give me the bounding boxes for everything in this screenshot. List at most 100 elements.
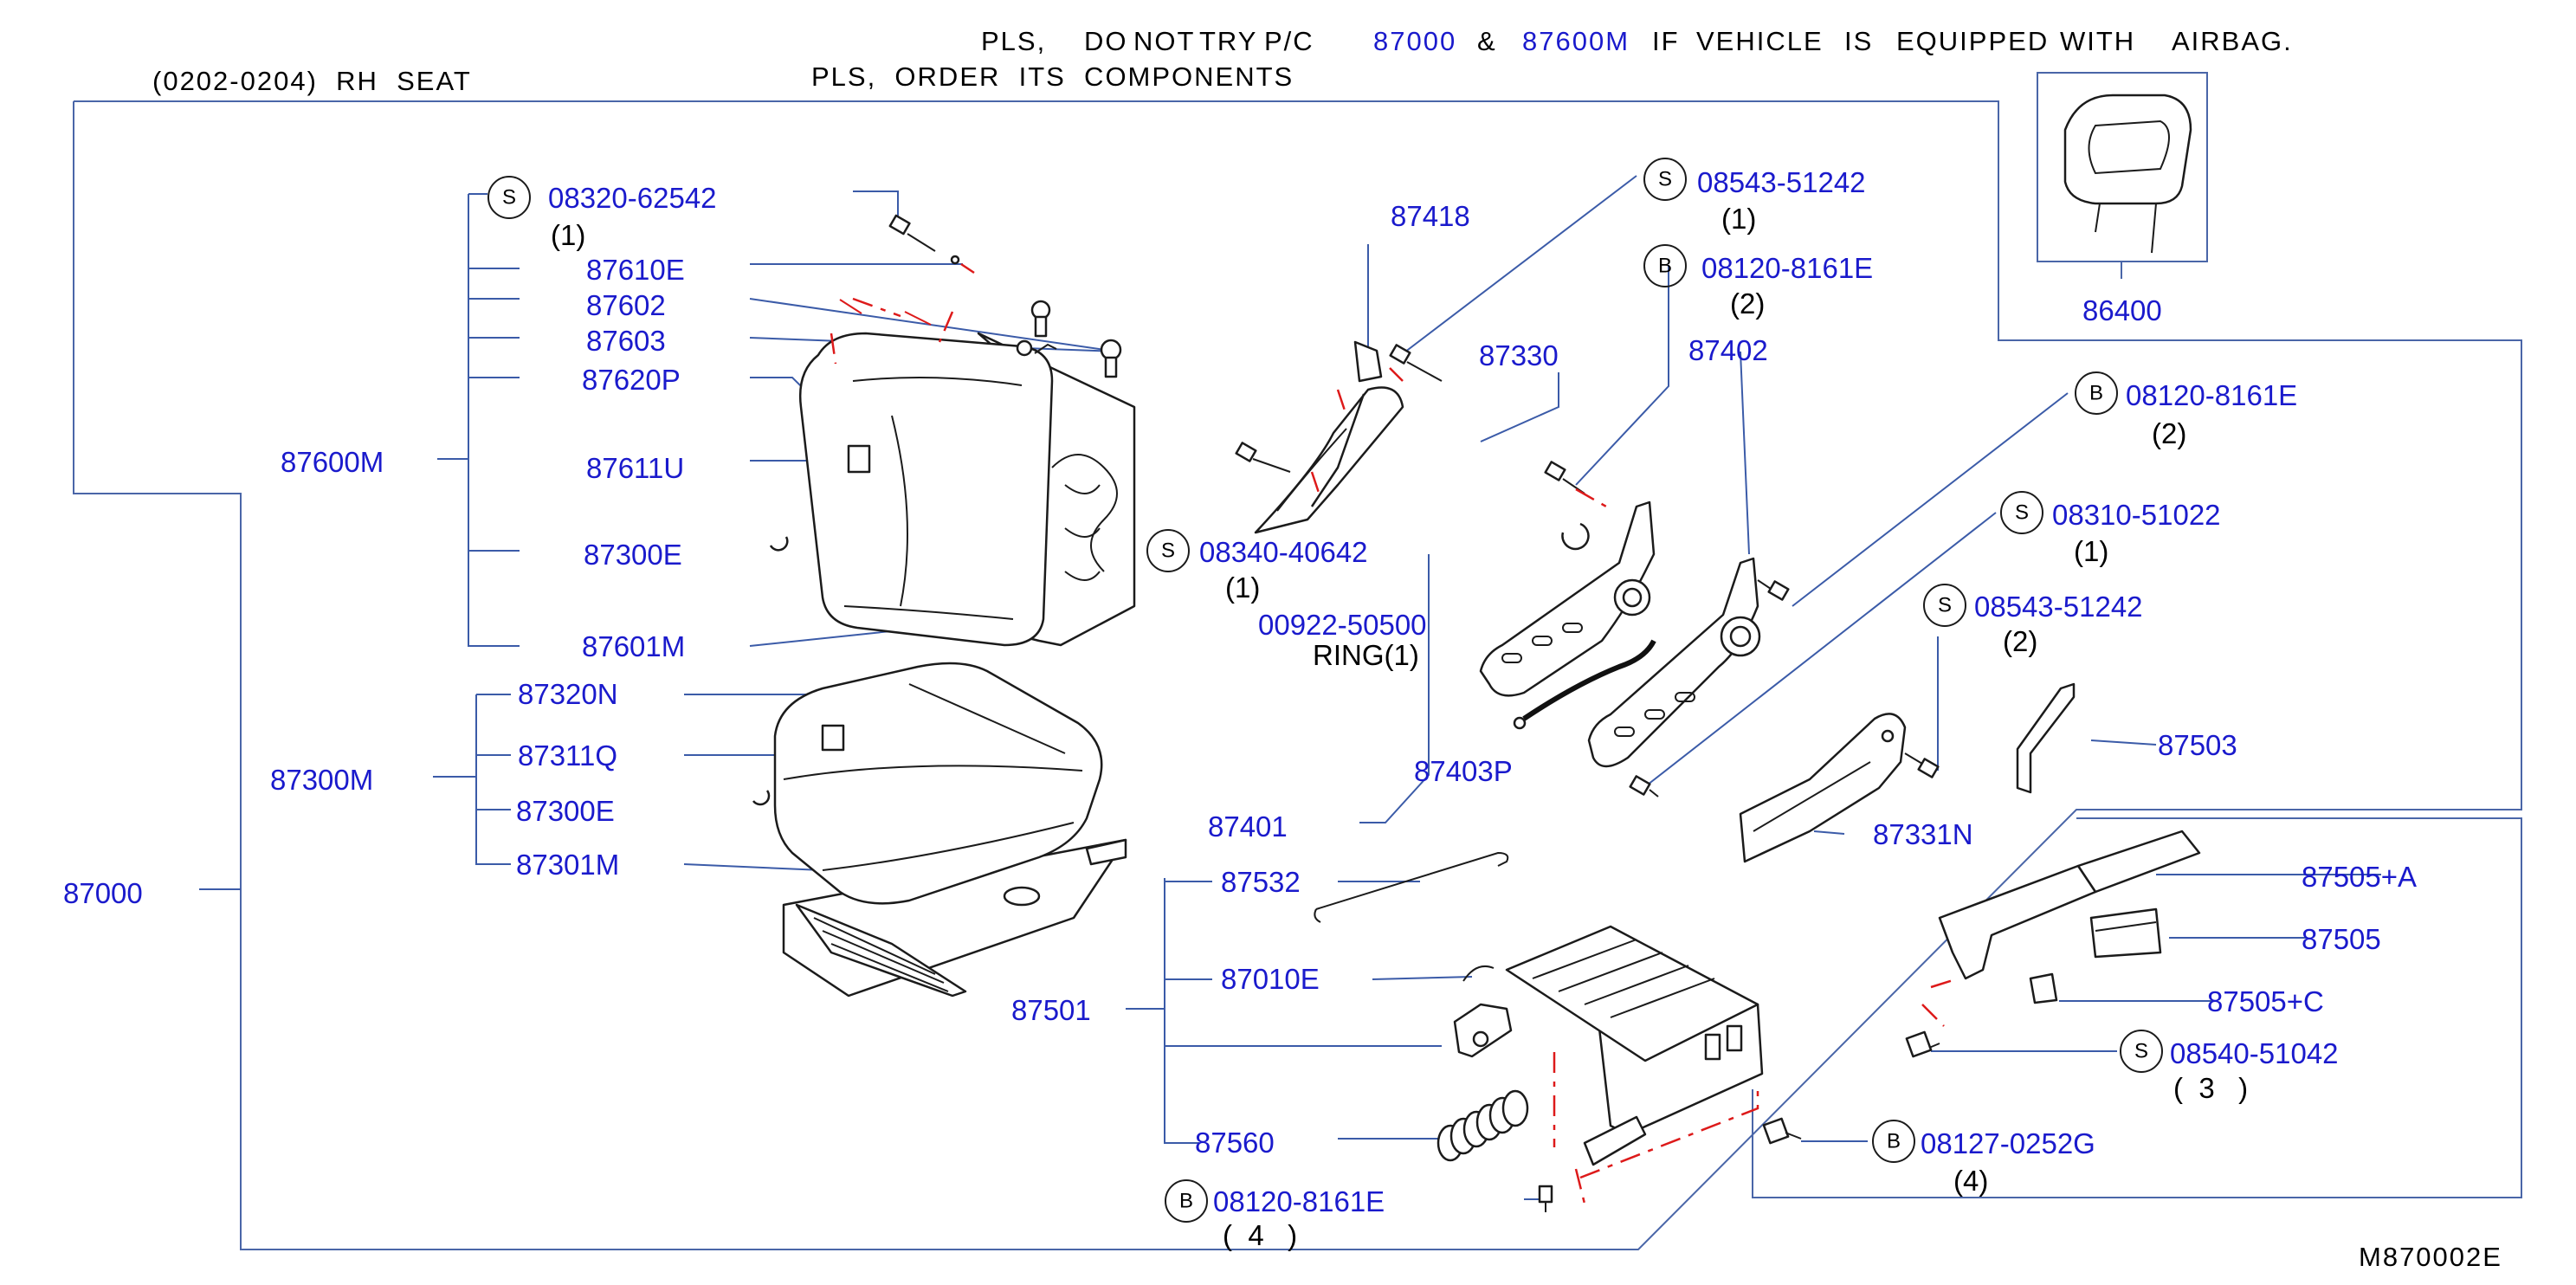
notice-word: EQUIPPED [1896, 26, 2049, 56]
recliner-illustration [1235, 340, 1790, 797]
part-87402[interactable]: 87402 [1688, 334, 1768, 366]
part-87602[interactable]: 87602 [586, 289, 666, 321]
seat-back-cushion [799, 332, 1054, 647]
seat-back-tag [847, 444, 871, 474]
part-08540-51042[interactable]: 08540-51042 [2170, 1037, 2339, 1069]
part-87501[interactable]: 87501 [1011, 994, 1091, 1026]
recliner-cover [1254, 386, 1404, 534]
notice-word: PLS, [981, 26, 1046, 56]
rail-main [1938, 864, 2097, 980]
part-87401[interactable]: 87401 [1208, 810, 1288, 843]
part-87600m[interactable]: 87600M [281, 446, 384, 478]
part-08310-51022[interactable]: 08310-51022 [2052, 499, 2221, 531]
recliner-cable [1522, 639, 1656, 721]
part-link[interactable]: 87000 [1373, 26, 1456, 56]
rail-87505a [2076, 830, 2201, 894]
retaining-ring-icon [1561, 522, 1590, 551]
bolt-callout: B [1179, 1190, 1193, 1213]
hog-ring-icon [769, 536, 789, 552]
part-87601m[interactable]: 87601M [582, 630, 685, 662]
part-08543-51242-right[interactable]: 08543-51242 [1974, 591, 2143, 623]
screw-callout: S [1161, 539, 1175, 563]
part-87300e-cushion[interactable]: 87300E [516, 795, 615, 827]
headrest-guide-right [1100, 339, 1122, 378]
part-87560[interactable]: 87560 [1195, 1127, 1275, 1159]
part-08320-62542[interactable]: 08320-62542 [548, 182, 717, 214]
part-link[interactable]: 87600M [1522, 26, 1630, 56]
quantity: ( 3 ) [2173, 1072, 2248, 1104]
notice-word: IF [1652, 26, 1680, 56]
quantity: (2) [1730, 287, 1765, 320]
part-87331n[interactable]: 87331N [1873, 818, 1973, 850]
part-87300m[interactable]: 87300M [270, 764, 373, 796]
quantity: (2) [2003, 625, 2037, 657]
part-08120-8161e-top[interactable]: 08120-8161E [1701, 252, 1873, 284]
part-08120-8161e-right[interactable]: 08120-8161E [2126, 379, 2297, 411]
hog-ring-icon [752, 790, 771, 806]
part-87610e[interactable]: 87610E [586, 254, 685, 286]
spring-87010e [1462, 965, 1495, 982]
bolt-icon [1235, 442, 1291, 473]
part-87505[interactable]: 87505 [2302, 923, 2381, 955]
part-08120-8161e-bottom[interactable]: 08120-8161E [1213, 1185, 1385, 1217]
part-87611u[interactable]: 87611U [586, 452, 684, 484]
part-87620p[interactable]: 87620P [582, 364, 681, 396]
screw-callout: S [1658, 168, 1672, 191]
bolt-icon [1629, 775, 1659, 797]
seat-slider-illustration [1314, 851, 1764, 1212]
part-87010e[interactable]: 87010E [1221, 963, 1320, 995]
part-87418[interactable]: 87418 [1391, 200, 1470, 232]
cover-clip [1353, 340, 1383, 383]
slider-handle [1453, 1003, 1513, 1058]
part-87403p[interactable]: 87403P [1414, 755, 1513, 787]
notice-word: P/C [1264, 26, 1314, 56]
notice-word: AIRBAG. [2172, 26, 2293, 56]
part-87503[interactable]: 87503 [2158, 729, 2237, 761]
screw-callout: S [2015, 501, 2029, 525]
airbag-notice: PLS, DO NOT TRY P/C 87000 & 87600M IF VE… [981, 26, 2293, 56]
part-87505c[interactable]: 87505+C [2207, 985, 2324, 1017]
part-87000[interactable]: 87000 [63, 877, 143, 909]
part-08543-51242-top[interactable]: 08543-51242 [1697, 166, 1866, 198]
part-labels: 87000 87600M 87300M 87501 08320-62542 87… [63, 166, 2417, 1217]
part-00922-50500[interactable]: 00922-50500 [1258, 609, 1427, 641]
diagram-code: M870002E [2359, 1242, 2502, 1272]
callouts: S S B S B S S S B B [487, 158, 2163, 1223]
quantity: (1) [2074, 535, 2108, 567]
cushion-pad [773, 662, 1103, 905]
assembly-87000-frame [73, 100, 2522, 1250]
screw-callout: S [1938, 594, 1952, 617]
bolt-icon [1757, 579, 1790, 601]
headrest-illustration [2063, 94, 2192, 254]
seat-cushion-illustration [752, 662, 1127, 998]
part-08127-0252g[interactable]: 08127-0252G [1921, 1127, 2095, 1159]
part-87532[interactable]: 87532 [1221, 866, 1301, 898]
bolt-icon [888, 214, 936, 252]
part-87603[interactable]: 87603 [586, 325, 666, 357]
part-87301m[interactable]: 87301M [516, 849, 619, 881]
part-87505a[interactable]: 87505+A [2302, 861, 2417, 893]
screw-callout: S [502, 186, 516, 210]
part-87311q[interactable]: 87311Q [518, 739, 617, 772]
quantity: (4) [1953, 1165, 1988, 1197]
notice-word: & [1477, 26, 1497, 56]
rail-87505c [2029, 972, 2058, 1004]
part-87320n[interactable]: 87320N [518, 678, 618, 710]
side-cover-illustration [1739, 682, 2076, 863]
part-86400[interactable]: 86400 [2082, 294, 2162, 326]
notice-word: WITH [2060, 26, 2135, 56]
slider-slot [1726, 1024, 1743, 1052]
notice-word: VEHICLE [1696, 26, 1824, 56]
slider-slot [1704, 1033, 1721, 1061]
quantity: (1) [551, 219, 585, 251]
side-cover [1739, 713, 1907, 863]
part-87300e-back[interactable]: 87300E [584, 539, 682, 571]
part-08340-40642[interactable]: 08340-40642 [1199, 536, 1368, 568]
quantity: (2) [2152, 417, 2186, 449]
quantity: ( 4 ) [1223, 1219, 1297, 1251]
notice-word: IS [1844, 26, 1873, 56]
part-87330[interactable]: 87330 [1479, 339, 1559, 371]
slider-frame [1505, 925, 1759, 1062]
rod-87532 [1315, 851, 1509, 910]
